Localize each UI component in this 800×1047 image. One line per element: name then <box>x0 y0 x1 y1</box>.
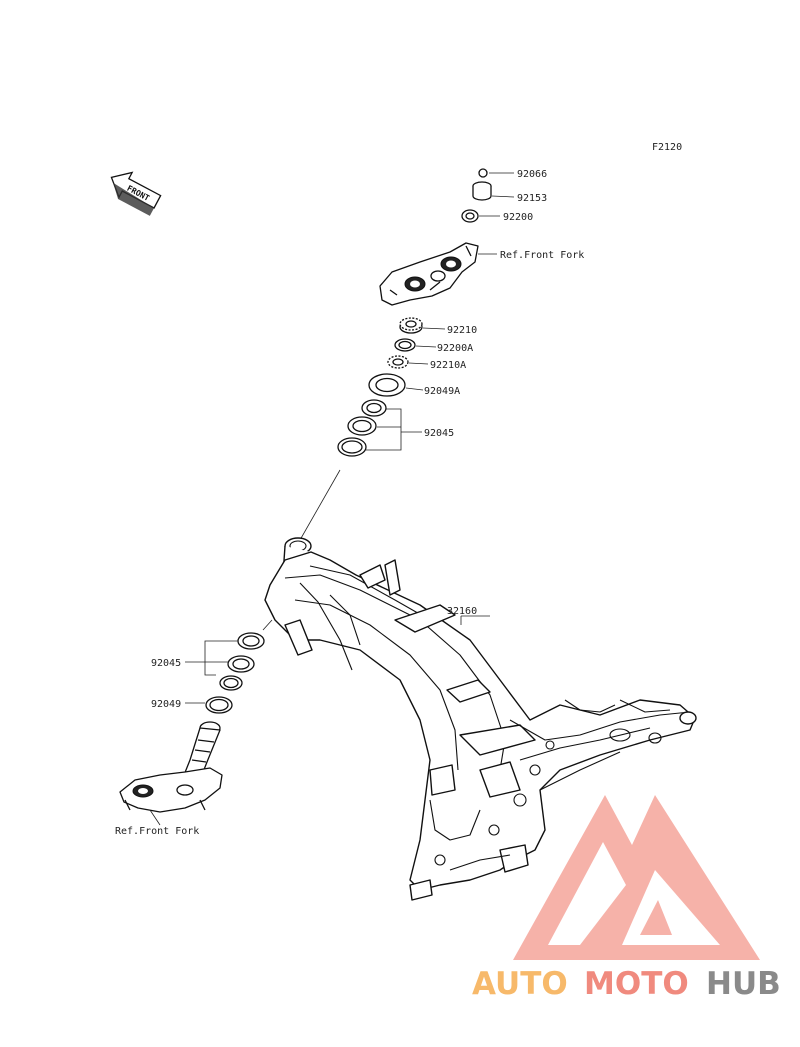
part-92153-bolt <box>472 181 515 201</box>
main-frame-32160 <box>264 537 697 901</box>
part-92045-lower-bearings <box>185 632 265 676</box>
label-92153: 92153 <box>517 193 547 204</box>
part-92045-upper-bearings <box>337 399 422 457</box>
label-92049a: 92049A <box>424 386 460 397</box>
watermark-auto: AUTO <box>472 966 568 1002</box>
watermark-text: AUTO MOTO HUB <box>472 966 781 1002</box>
label-32160: 32160 <box>447 606 477 617</box>
part-92210-nut <box>399 317 446 334</box>
label-ref-front-fork-upper: Ref.Front Fork <box>500 250 584 261</box>
label-92200a: 92200A <box>437 343 473 354</box>
watermark-hub: HUB <box>706 966 781 1002</box>
upper-triple-clamp <box>379 242 497 306</box>
front-arrow-icon: FRONT <box>110 171 162 216</box>
label-92200: 92200 <box>503 212 533 223</box>
part-92049-seal <box>185 675 243 714</box>
part-92200a-washer <box>394 338 437 352</box>
diagram-code: F2120 <box>652 142 682 153</box>
part-92049a-seal <box>368 373 424 397</box>
part-92210a-nut <box>387 355 429 369</box>
label-92066: 92066 <box>517 169 547 180</box>
label-92210: 92210 <box>447 325 477 336</box>
label-92210a: 92210A <box>430 360 466 371</box>
label-92049: 92049 <box>151 699 181 710</box>
steering-stem-lower-clamp <box>119 721 223 826</box>
part-92066-cap <box>478 168 514 178</box>
label-92045-lower: 92045 <box>151 658 181 669</box>
watermark-logo <box>513 795 760 960</box>
watermark-moto: MOTO <box>584 966 689 1002</box>
part-92200-washer <box>461 209 500 223</box>
label-92045-upper: 92045 <box>424 428 454 439</box>
label-ref-front-fork-lower: Ref.Front Fork <box>115 826 199 837</box>
